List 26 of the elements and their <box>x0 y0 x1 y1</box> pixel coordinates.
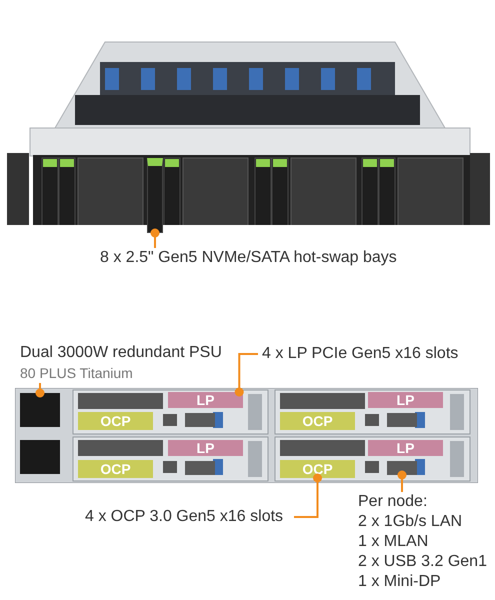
leader-line <box>150 228 160 248</box>
callout-text: 80 PLUS Titanium <box>20 364 133 383</box>
callout-text: 2 x 1Gb/s LAN <box>358 512 462 532</box>
expansion-slot: LP <box>168 440 243 456</box>
callout-text: 8 x 2.5" Gen5 NVMe/SATA hot-swap bays <box>100 248 397 268</box>
expansion-slot: LP <box>368 392 443 408</box>
ocp-slot: OCP <box>78 412 153 430</box>
ocp-slot: OCP <box>78 460 153 478</box>
expansion-slot: LP <box>368 440 443 456</box>
power-supply <box>20 393 60 427</box>
callout-text: Per node: <box>358 492 428 512</box>
callout-text: 4 x OCP 3.0 Gen5 x16 slots <box>85 507 284 527</box>
leader-line <box>36 383 44 398</box>
ocp-slot: OCP <box>280 412 355 430</box>
ocp-slot: OCP <box>280 460 355 478</box>
leader-line <box>234 353 258 396</box>
callout-text: 4 x LP PCIe Gen5 x16 slots <box>262 344 458 364</box>
leader-line <box>294 474 322 518</box>
drive-bay <box>147 158 163 233</box>
expansion-slot: LP <box>168 392 243 408</box>
leader-line <box>398 470 406 492</box>
callout-text: 1 x Mini-DP <box>358 572 441 592</box>
lan-port <box>387 461 417 475</box>
callout-text: 2 x USB 3.2 Gen1 <box>358 552 487 572</box>
callout-text: Dual 3000W redundant PSU <box>20 343 222 363</box>
callout-text: 1 x MLAN <box>358 532 428 552</box>
